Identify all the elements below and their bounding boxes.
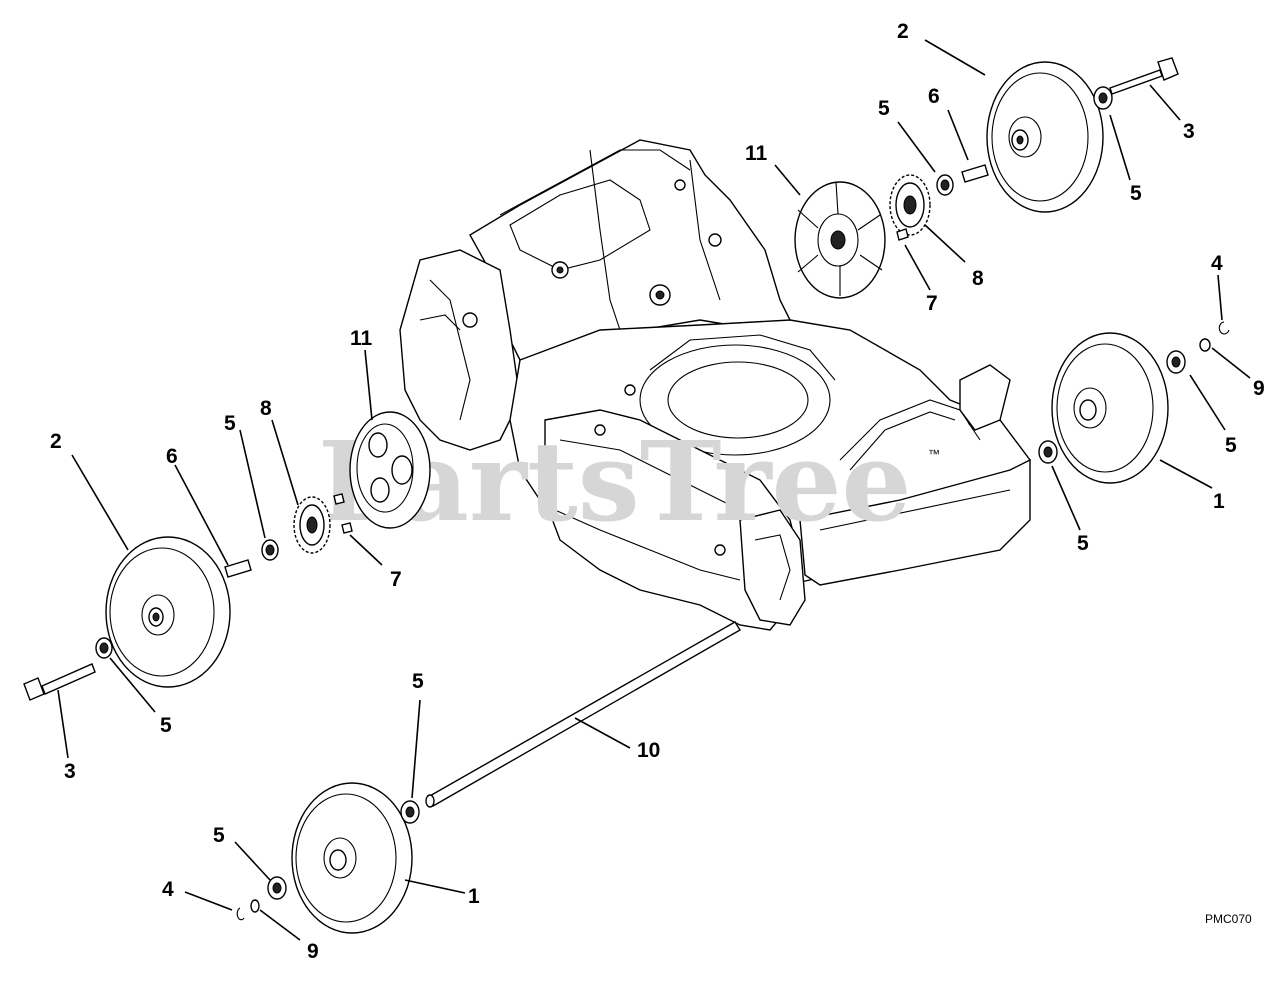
hubcap-top	[794, 181, 886, 299]
bolt-top-right	[1109, 57, 1179, 95]
bolt-left	[23, 663, 96, 701]
pin-top	[961, 164, 989, 183]
bearing-bottom	[400, 800, 420, 824]
gear-left	[293, 496, 331, 554]
clip-bottom	[236, 907, 245, 921]
callout-7: 7	[926, 292, 938, 315]
callout-4: 4	[1211, 252, 1223, 275]
pin-small-top	[896, 228, 909, 241]
callout-1: 1	[1213, 490, 1225, 513]
callout-5: 5	[224, 412, 236, 435]
callout-5: 5	[1077, 532, 1089, 555]
callout-6: 6	[166, 445, 178, 468]
callout-5: 5	[1130, 182, 1142, 205]
axle	[425, 621, 741, 808]
bearing-right	[1166, 350, 1186, 374]
clip-right	[1218, 321, 1230, 335]
callout-11: 11	[745, 142, 768, 165]
bearing-top-mid	[936, 174, 954, 196]
washer-right	[1199, 338, 1211, 352]
bearing-bottom-left	[267, 876, 287, 900]
callout-4: 4	[162, 878, 174, 901]
callout-9: 9	[1253, 377, 1265, 400]
callout-2: 2	[897, 20, 909, 43]
hubcap-left	[349, 411, 431, 529]
callout-5: 5	[1225, 434, 1237, 457]
bearing-top-right	[1093, 86, 1113, 110]
callout-labels: 2 3 5 5 6 11 8 7 4 9 5 1 5 11 8 5 6 2 7 …	[50, 20, 1265, 963]
bearing-left-low	[95, 637, 113, 659]
wheel-left	[105, 536, 231, 688]
bearing-left	[261, 539, 279, 561]
callout-11: 11	[350, 327, 373, 350]
drawing-code: PMC070	[1205, 912, 1252, 926]
pin-small-left	[333, 493, 353, 534]
wheel-top-right	[986, 61, 1104, 213]
callout-5: 5	[878, 97, 890, 120]
bearing-right-low	[1038, 440, 1058, 464]
watermark-trademark: ™	[928, 447, 940, 461]
wheel-right	[1051, 332, 1169, 484]
callout-2: 2	[50, 430, 62, 453]
pin-left	[224, 559, 252, 578]
leader-lines	[57, 39, 1251, 941]
wheel-bottom	[291, 782, 413, 934]
mower-deck	[399, 139, 1031, 631]
callout-5: 5	[412, 670, 424, 693]
washer-bottom	[250, 899, 260, 913]
callout-8: 8	[972, 267, 984, 290]
callout-3: 3	[64, 760, 76, 783]
callout-9: 9	[307, 940, 319, 963]
callout-7: 7	[390, 568, 402, 591]
callout-5: 5	[160, 714, 172, 737]
callout-5: 5	[213, 824, 225, 847]
callout-1: 1	[468, 885, 480, 908]
callout-3: 3	[1183, 120, 1195, 143]
gear-top	[889, 174, 931, 236]
callout-6: 6	[928, 85, 940, 108]
callout-10: 10	[637, 739, 660, 762]
callout-8: 8	[260, 397, 272, 420]
